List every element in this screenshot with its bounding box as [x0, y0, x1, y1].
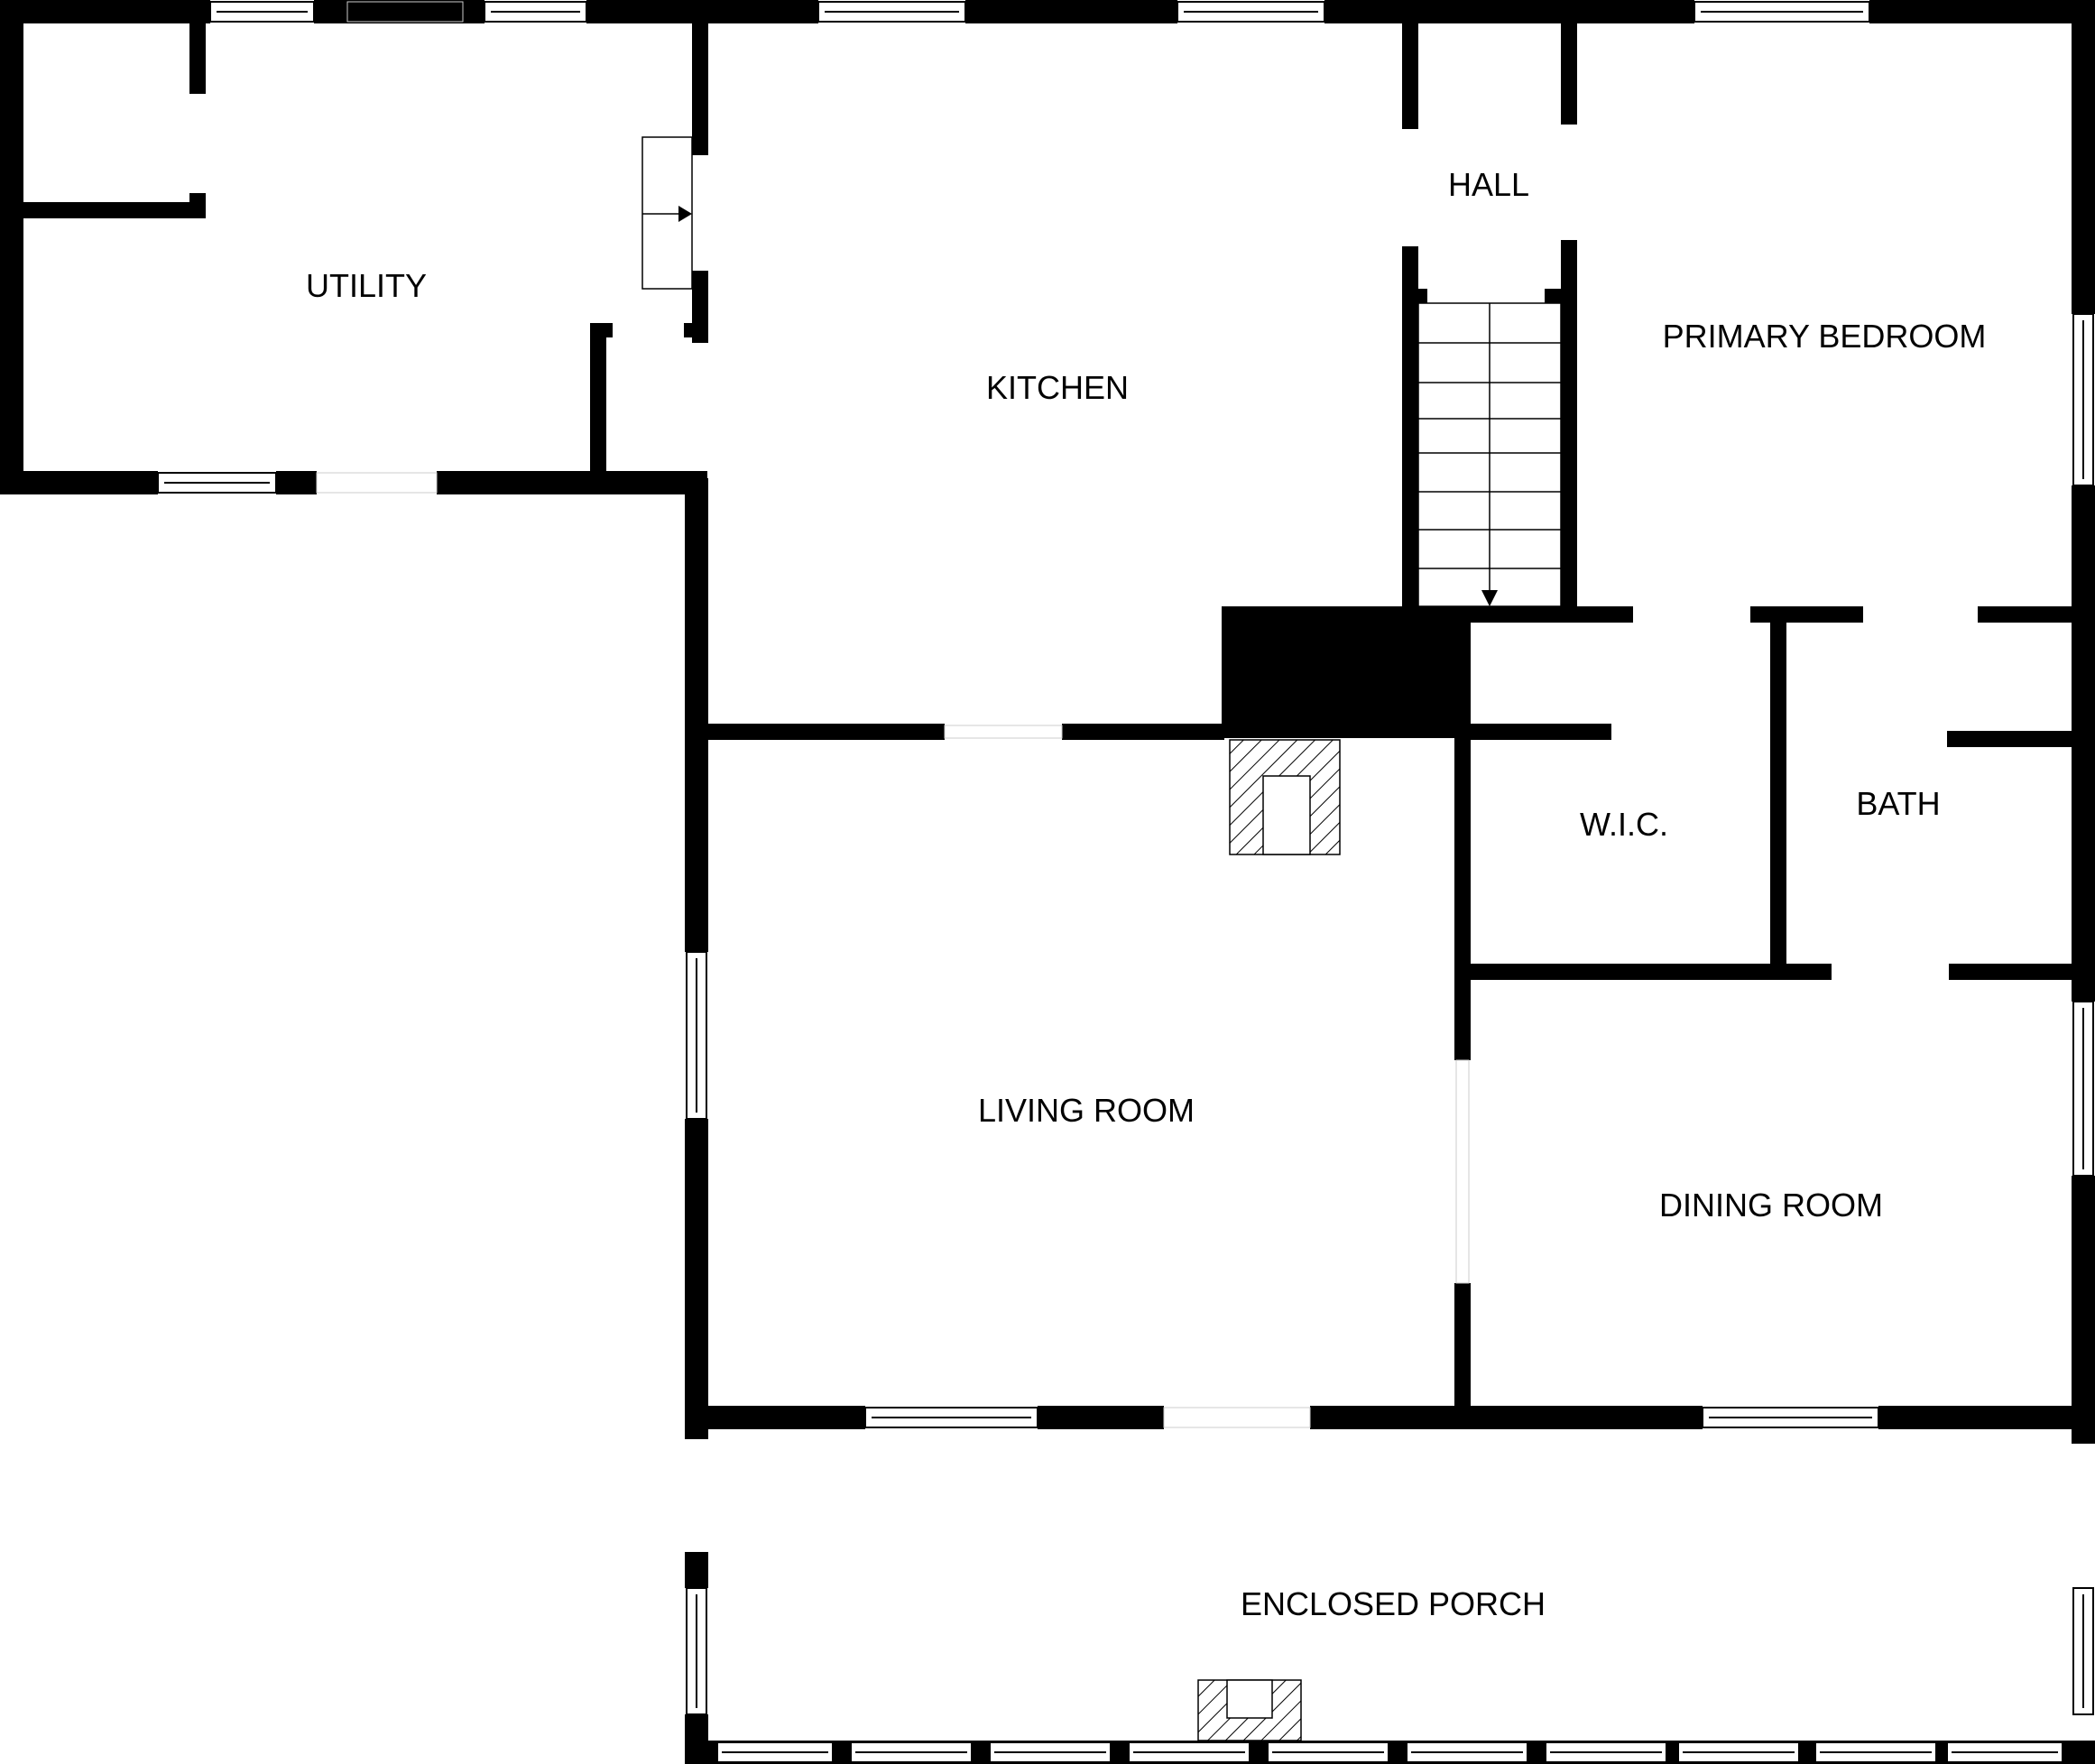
porch-window [1267, 1741, 1389, 1763]
window-left-porch [686, 1587, 707, 1715]
wall-living-left-2 [685, 1119, 708, 1439]
window-right-porch [2072, 1587, 2094, 1715]
wall-utility-bottom-3 [437, 471, 707, 494]
porch-window [1814, 1741, 1937, 1763]
wall-porch-top-3 [1310, 1406, 1703, 1429]
wall-bedroom-bottom-3 [1978, 606, 2095, 623]
window-utility-bottom [157, 472, 277, 494]
door-kitchen-living [944, 725, 1063, 739]
wall-right-1 [2072, 0, 2095, 314]
porch-window [989, 1741, 1112, 1763]
label-primary-bedroom: PRIMARY BEDROOM [1663, 318, 1987, 355]
wall-utility-bottom-1 [0, 471, 158, 494]
staircase [1417, 302, 1562, 607]
wall-kitchen-hall-2 [1402, 246, 1418, 619]
wall-wic-bath [1770, 618, 1786, 979]
wall-living-right-1 [1454, 618, 1471, 1060]
wall-porch-top-4 [1878, 1406, 2095, 1429]
window-porch-top-2 [1702, 1407, 1879, 1428]
wall-kitchen-living-1 [708, 724, 945, 740]
wall-hall-bottom-a [1402, 289, 1427, 303]
window-top-utility-1 [209, 1, 315, 23]
porch-window [716, 1741, 834, 1763]
wall-wic-bath-bottom-2 [1949, 964, 2095, 980]
label-enclosed-porch: ENCLOSED PORCH [1241, 1585, 1546, 1622]
wall-hall-bottom-b [1545, 289, 1570, 303]
wall-utility-kitchen-1 [692, 0, 708, 155]
living-fireplace [1229, 739, 1341, 855]
wall-utility-bottom-2 [276, 471, 317, 494]
wall-small-closet-v [590, 323, 606, 476]
wall-right-3 [2072, 1176, 2095, 1444]
label-living-room: LIVING ROOM [978, 1092, 1195, 1129]
porch-window [850, 1741, 973, 1763]
wall-top-6 [1869, 0, 2095, 23]
porch-window [1128, 1741, 1251, 1763]
wall-bedroom-bottom-2 [1750, 606, 1863, 623]
wall-top-1 [0, 0, 210, 23]
door-porch [1163, 1407, 1311, 1428]
wall-porch-left-1 [685, 1552, 708, 1588]
wall-top-4 [965, 0, 1177, 23]
wall-wic-bath-bottom-1 [1454, 964, 1832, 980]
label-hall: HALL [1448, 166, 1529, 203]
room-labels: UTILITY KITCHEN HALL PRIMARY BEDROOM W.I… [306, 166, 1986, 1622]
stair-down-arrow-icon [1481, 590, 1498, 606]
wall-kitchen-living-2 [1062, 724, 1224, 740]
window-right-dining [2072, 1001, 2094, 1177]
wall-closet-v2 [189, 193, 206, 218]
utility-step-arrow-icon [678, 206, 692, 222]
wall-left-utility [0, 0, 23, 494]
wall-porch-top-2 [1038, 1406, 1164, 1429]
wall-porch-top-1 [685, 1406, 865, 1429]
label-bath: BATH [1856, 785, 1940, 822]
wall-hall-bedroom-1 [1561, 0, 1577, 125]
porch-window [1545, 1741, 1667, 1763]
label-kitchen: KITCHEN [986, 369, 1129, 406]
label-dining-room: DINING ROOM [1659, 1187, 1883, 1224]
porch-window-strip [716, 1741, 2063, 1763]
wall-utility-kitchen-2 [692, 271, 708, 343]
chimney [1222, 606, 1471, 738]
window-top-utility-2 [484, 1, 587, 23]
wall-kitchen-hall-1 [1402, 0, 1418, 129]
label-utility: UTILITY [306, 267, 427, 304]
door-top-utility [346, 1, 464, 23]
wall-closet-h [0, 202, 206, 218]
porch-window [1677, 1741, 1800, 1763]
door-utility-bottom [316, 472, 438, 494]
wall-top-2 [314, 0, 485, 23]
label-wic: W.I.C. [1580, 806, 1668, 843]
porch-window [1946, 1741, 2063, 1763]
wall-bath-inner [1947, 731, 2082, 747]
window-left-living [686, 951, 707, 1120]
door-openings [316, 1, 1470, 1428]
wall-closet-v1 [189, 22, 206, 94]
wall-living-left-1 [685, 722, 708, 952]
window-porch-top-1 [864, 1407, 1038, 1428]
wall-wic-top-ledge [1469, 724, 1611, 740]
wall-hall-bedroom-2 [1561, 240, 1577, 619]
porch-fireplace [1197, 1679, 1302, 1741]
window-right-bedroom [2072, 313, 2094, 486]
wall-small-closet-top-a [590, 323, 613, 337]
window-top-kitchen-2 [1177, 1, 1325, 23]
wall-living-right-2 [1454, 1283, 1471, 1418]
windows [157, 1, 2094, 1715]
window-top-kitchen-1 [817, 1, 966, 23]
wall-top-5 [1324, 0, 1694, 23]
wall-bedroom-bottom-1 [1471, 606, 1633, 623]
window-top-bedroom [1694, 1, 1870, 23]
door-living-dining [1455, 1059, 1470, 1284]
porch-window [1406, 1741, 1528, 1763]
